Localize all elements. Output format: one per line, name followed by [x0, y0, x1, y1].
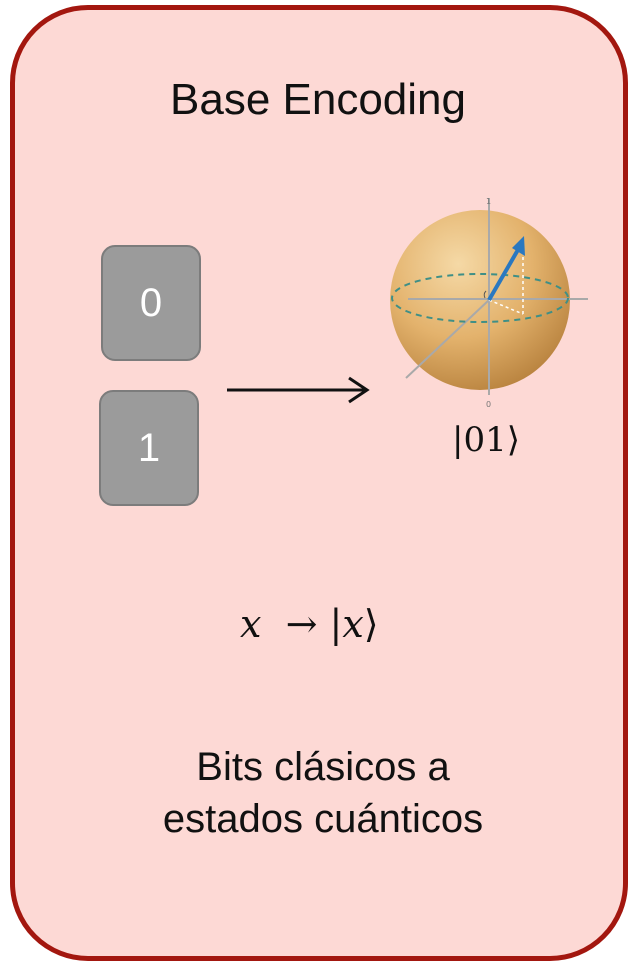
formula-ket-close: ⟩ [363, 602, 379, 646]
bloch-vector-head [512, 236, 525, 256]
formula-ket-open: | [329, 602, 343, 646]
bloch-sphere: 1 0 [390, 197, 588, 409]
mapping-arrow [227, 376, 370, 404]
bloch-state-vector [487, 247, 521, 301]
bit-box-0: 0 [101, 245, 201, 361]
formula-ket-var: x [342, 602, 364, 646]
card-title: Base Encoding [170, 75, 466, 124]
encoding-formula: x → |x⟩ [240, 602, 379, 646]
bloch-axis-bottom-label: 0 [486, 400, 491, 409]
bloch-x-axis [405, 299, 490, 379]
description-line-2: estados cuánticos [162, 797, 484, 841]
bit-box-1: 1 [99, 390, 199, 506]
formula-arrow: → [285, 602, 318, 646]
description-line-1: Bits clásicos a [196, 745, 450, 789]
state-ket-label: |01⟩ [452, 420, 520, 460]
formula-input-var: x [240, 602, 262, 646]
bloch-axis-top-label: 1 [486, 197, 491, 206]
bloch-equator [391, 273, 569, 323]
description: Bits clásicos a estados cuánticos [0, 741, 636, 845]
